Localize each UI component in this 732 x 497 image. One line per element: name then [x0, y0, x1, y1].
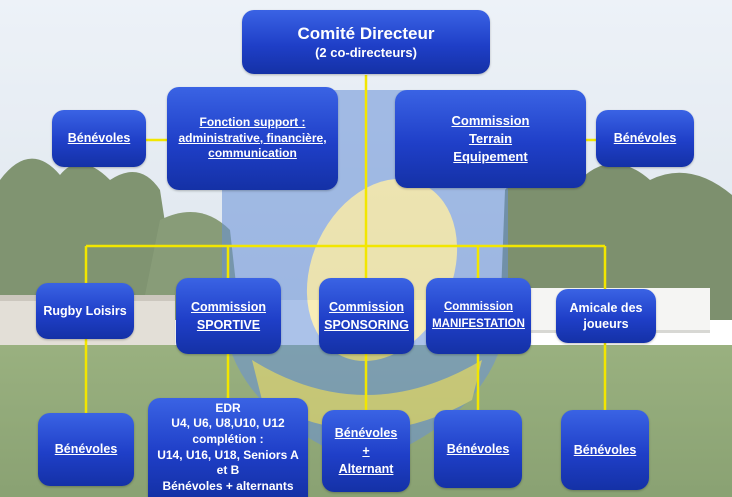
manifestation-line-2: MANIFESTATION — [432, 318, 525, 330]
volunteers-alternant-box: Bénévoles + Alternant — [322, 410, 410, 492]
sponsoring-line-1: Commission — [328, 299, 404, 314]
manifestation-line-1: Commission — [443, 300, 513, 313]
volunteers-label: Bénévoles — [67, 131, 131, 146]
b3-line-1: Bénévoles — [334, 425, 398, 440]
support-line-3: communication — [208, 146, 297, 161]
rugby-loisirs-label: Rugby Loisirs — [43, 303, 127, 318]
rugby-loisirs-box: Rugby Loisirs — [36, 283, 134, 339]
sportive-line-2: SPORTIVE — [196, 318, 261, 332]
b3-line-2: + — [362, 443, 370, 458]
amicale-line-1: Amicale des — [569, 300, 643, 315]
comite-directeur-box: Comité Directeur (2 co-directeurs) — [242, 10, 490, 74]
edr-line-5: et B — [216, 463, 240, 478]
tree-line — [0, 158, 732, 320]
terrain-line-3: Equipement — [453, 149, 528, 165]
volunteers-box-top-right: Bénévoles — [596, 110, 694, 167]
volunteers-label: Bénévoles — [573, 442, 637, 457]
terrain-line-1: Commission — [451, 112, 530, 128]
volunteers-label: Bénévoles — [54, 442, 118, 457]
amicale-line-2: joueurs — [583, 317, 629, 331]
volunteers-box-bottom-1: Bénévoles — [38, 413, 134, 486]
comite-subtitle: (2 co-directeurs) — [315, 44, 417, 60]
support-function-box: Fonction support : administrative, finan… — [167, 87, 338, 190]
volunteers-box-bottom-4: Bénévoles — [434, 410, 522, 488]
sportive-line-1: Commission — [190, 299, 266, 314]
support-line-2: administrative, financière, — [178, 130, 327, 145]
edr-line-2: U4, U6, U8,U10, U12 — [171, 416, 285, 431]
sponsoring-line-2: SPONSORING — [324, 318, 409, 332]
edr-box: EDR U4, U6, U8,U10, U12 complétion : U14… — [148, 398, 308, 497]
comite-title: Comité Directeur — [297, 24, 435, 44]
manifestation-commission-box: Commission MANIFESTATION — [426, 278, 531, 354]
edr-line-3: complétion : — [192, 431, 264, 446]
volunteers-box-bottom-5: Bénévoles — [561, 410, 649, 490]
edr-line-6: Bénévoles + alternants — [162, 478, 294, 493]
amicale-joueurs-box: Amicale des joueurs — [556, 289, 656, 343]
volunteers-label: Bénévoles — [446, 441, 510, 456]
terrain-commission-box: Commission Terrain Equipement — [395, 90, 586, 188]
sponsoring-commission-box: Commission SPONSORING — [319, 278, 414, 354]
edr-line-1: EDR — [215, 400, 241, 415]
terrain-line-2: Terrain — [468, 130, 513, 146]
volunteers-label: Bénévoles — [613, 131, 677, 146]
sportive-commission-box: Commission SPORTIVE — [176, 278, 281, 354]
b3-line-3: Alternant — [338, 462, 394, 477]
volunteers-box-top-left: Bénévoles — [52, 110, 146, 167]
edr-line-4: U14, U16, U18, Seniors A — [157, 447, 299, 462]
support-line-1: Fonction support : — [199, 114, 306, 129]
